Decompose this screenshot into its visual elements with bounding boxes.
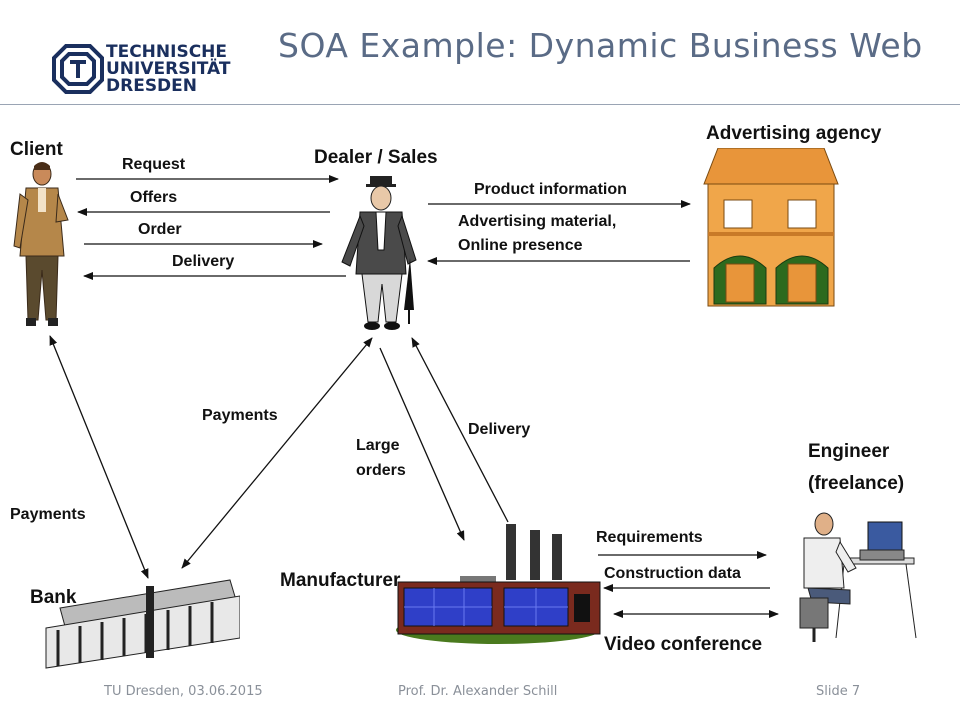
footer-author: Prof. Dr. Alexander Schill (398, 684, 558, 699)
slide-title: SOA Example: Dynamic Business Web (278, 26, 923, 65)
adv-material-label-line1: Advertising material, (458, 213, 617, 230)
payments-client-label: Payments (10, 506, 86, 523)
payments-dealer-label: Payments (202, 407, 278, 424)
delivery-manufacturer-label: Delivery (468, 421, 531, 438)
requirements-label: Requirements (596, 529, 703, 546)
arrow-delivery-manufacturer (411, 337, 509, 523)
bank-label: Bank (30, 587, 77, 608)
agency-label: Advertising agency (706, 123, 882, 144)
engineer-label-line2: (freelance) (808, 473, 905, 494)
logo-line-1: TECHNISCHE (106, 42, 228, 62)
client-label: Client (10, 139, 63, 160)
client-figure-icon (13, 162, 69, 326)
offers-label: Offers (130, 189, 178, 206)
manufacturer-label: Manufacturer (280, 570, 401, 591)
product-info-label: Product information (474, 181, 627, 198)
footer-slide-number: Slide 7 (816, 684, 861, 699)
engineer-label-line1: Engineer (808, 441, 890, 462)
bank-building-icon (45, 579, 240, 669)
university-logo-text: TECHNISCHE UNIVERSITÄT DRESDEN (106, 44, 231, 95)
advertising-agency-building-icon (703, 148, 839, 307)
footer-date: TU Dresden, 03.06.2015 (104, 684, 263, 699)
tu-dresden-logo-icon (52, 44, 104, 94)
order-label: Order (138, 221, 182, 238)
delivery-client-label: Delivery (172, 253, 235, 270)
dealer-label: Dealer / Sales (314, 147, 438, 168)
video-conference-label: Video conference (604, 634, 763, 655)
manufacturer-factory-icon (396, 524, 601, 644)
request-label: Request (122, 156, 186, 173)
arrow-payments-dealer (181, 337, 373, 569)
construction-data-label: Construction data (604, 565, 741, 582)
header-divider (0, 104, 960, 105)
dealer-figure-icon (341, 176, 417, 330)
large-orders-label-line2: orders (356, 462, 406, 479)
logo-line-3: DRESDEN (106, 76, 198, 96)
logo-line-2: UNIVERSITÄT (106, 59, 231, 79)
large-orders-label-line1: Large (356, 437, 400, 454)
arrow-payments-client (49, 335, 149, 579)
engineer-workstation-icon (799, 512, 917, 642)
adv-material-label-line2: Online presence (458, 237, 583, 254)
arrow-large-orders (379, 347, 465, 541)
